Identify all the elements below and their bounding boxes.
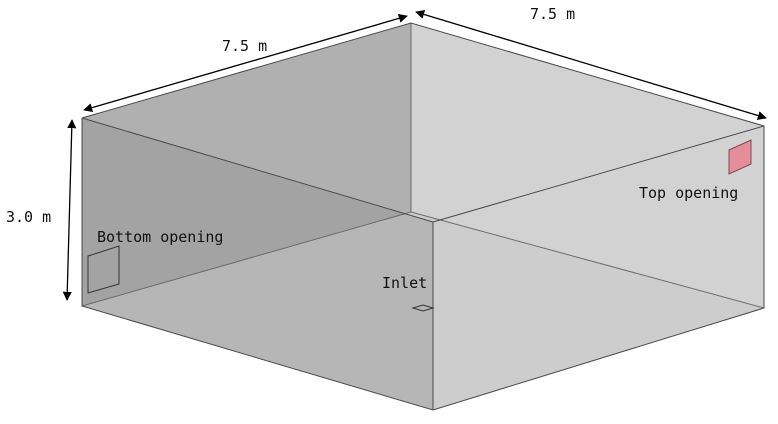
front-left-wall: [82, 118, 433, 410]
front-right-wall: [433, 126, 764, 410]
inlet-label: Inlet: [382, 274, 427, 292]
hidden-edge: [81, 211, 412, 307]
top-opening: [728, 139, 752, 175]
bottom-opening-label: Bottom opening: [97, 228, 223, 246]
length-label: 7.5 m: [222, 37, 267, 55]
width-label: 7.5 m: [530, 5, 575, 23]
front-top-edge: [81, 117, 434, 223]
bottom-opening: [87, 245, 120, 294]
width-dimension-arrow: [415, 10, 767, 120]
box-outline: [81, 22, 765, 411]
front-top-edge: [432, 125, 765, 223]
height-label: 3.0 m: [6, 208, 51, 226]
inlet: [411, 304, 435, 312]
top-opening-label: Top opening: [639, 184, 738, 202]
hidden-edge: [410, 211, 765, 309]
length-dimension-arrow: [83, 13, 408, 113]
height-dimension-arrow: [62, 119, 77, 301]
